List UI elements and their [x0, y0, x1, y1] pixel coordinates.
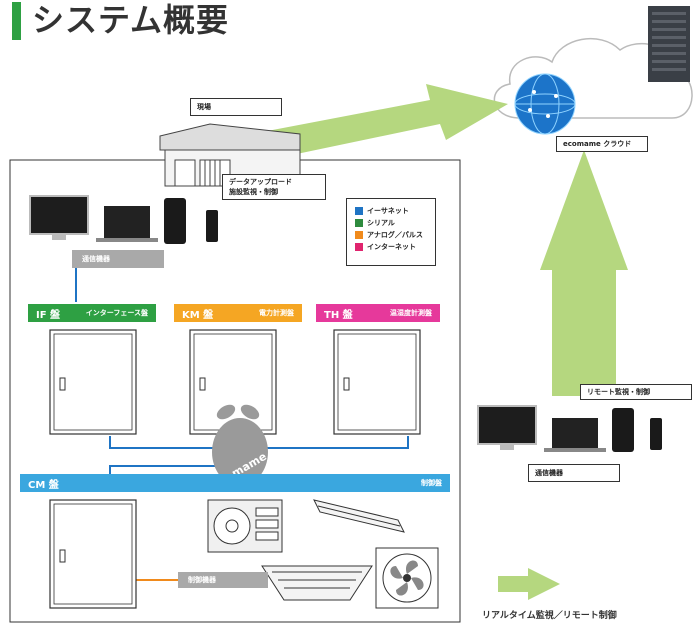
- cm-cabinet: [49, 499, 137, 609]
- remote-arrow: [540, 150, 628, 396]
- km-panel-sub: 電力計測盤: [259, 309, 294, 317]
- th-cabinet: [333, 329, 421, 435]
- remote-laptop-icon: [544, 418, 606, 452]
- th-panel-sub: 温湿度計測盤: [390, 309, 432, 317]
- outdoor-unit-icon: [207, 499, 283, 553]
- title-accent-bar: [12, 2, 21, 40]
- phone-icon: [206, 210, 218, 242]
- ventilation-fan-icon: [375, 547, 439, 609]
- legend-arrow-icon: [498, 568, 560, 600]
- legend: イーサネット シリアル アナログ／パルス インターネット: [346, 198, 436, 266]
- legend-item-ethernet: イーサネット: [355, 205, 427, 217]
- remote-label: リモート監視・制御: [580, 384, 692, 400]
- serial-swatch-icon: [355, 219, 363, 227]
- globe-icon: [514, 73, 576, 135]
- legend-item-serial: シリアル: [355, 217, 427, 229]
- laptop-icon: [96, 206, 158, 242]
- if-panel-header: IF 盤 インターフェース盤: [28, 304, 156, 322]
- page-title: システム概要: [32, 1, 230, 39]
- tablet-icon: [164, 198, 186, 244]
- if-cabinet: [49, 329, 137, 435]
- km-panel-header: KM 盤 電力計測盤: [174, 304, 302, 322]
- ceiling-cassette-icon: [261, 565, 373, 601]
- cm-panel-header: CM 盤 制御盤: [20, 474, 450, 492]
- control-device-label: 制御機器: [178, 572, 268, 588]
- monitor-icon: [29, 195, 89, 240]
- footer-caption: リアルタイム監視／リモート制御: [482, 611, 617, 621]
- light-fixture-icon: [313, 499, 405, 533]
- cloud-label: ecomame クラウド: [556, 136, 648, 152]
- legend-item-internet: インターネット: [355, 241, 427, 253]
- if-panel-sub: インターフェース盤: [85, 309, 148, 317]
- server-icon: [648, 6, 690, 82]
- legend-item-analog: アナログ／パルス: [355, 229, 427, 241]
- th-panel-header: TH 盤 温湿度計測盤: [316, 304, 440, 322]
- analog-swatch-icon: [355, 231, 363, 239]
- cm-panel-code: CM 盤: [28, 479, 59, 491]
- km-cabinet: [189, 329, 277, 435]
- remote-comm-device-label: 通信機器: [528, 464, 620, 482]
- internet-swatch-icon: [355, 243, 363, 251]
- site-label: 現場: [190, 98, 282, 116]
- upload-label: データアップロード 施設監視・制御: [222, 174, 326, 200]
- remote-tablet-icon: [612, 408, 634, 452]
- upload-label-line1: データアップロード: [229, 178, 292, 186]
- ethernet-swatch-icon: [355, 207, 363, 215]
- cm-panel-sub: 制御盤: [421, 479, 442, 487]
- th-panel-code: TH 盤: [324, 309, 353, 321]
- remote-phone-icon: [650, 418, 662, 450]
- km-panel-code: KM 盤: [182, 309, 214, 321]
- upload-label-line2: 施設監視・制御: [229, 188, 278, 196]
- upload-arrow: [262, 84, 508, 160]
- if-panel-code: IF 盤: [36, 309, 61, 321]
- comm-device-label: 通信機器: [72, 250, 164, 268]
- remote-monitor-icon: [477, 405, 537, 450]
